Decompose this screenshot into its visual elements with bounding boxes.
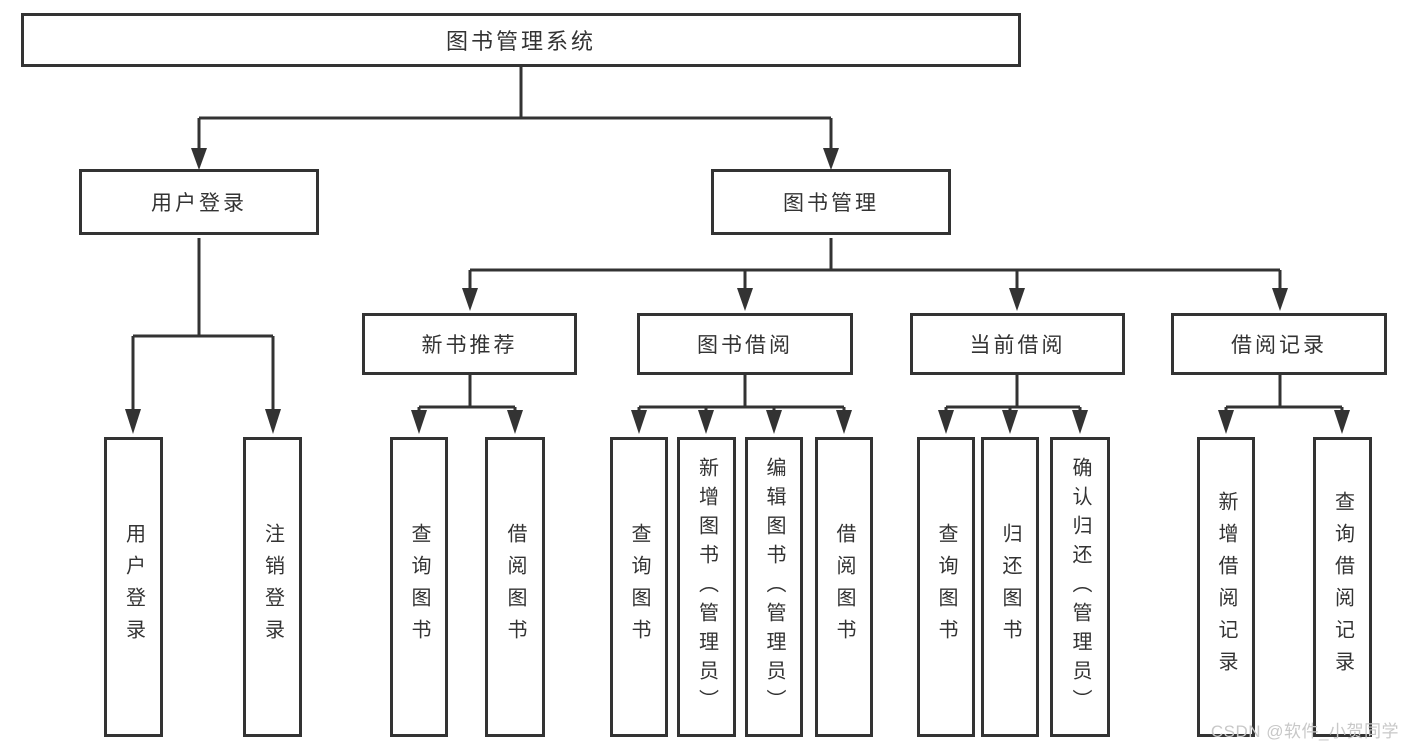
connector-path [131,238,275,411]
leaf-add-book-admin: 新增图书（管理员） [677,437,736,737]
node-borrow-records: 借阅记录 [1171,313,1387,375]
connector-path [637,375,846,412]
connector-path [417,375,517,412]
leaf-query-book-2: 查询图书 [610,437,668,737]
arrowhead-icon [1272,288,1288,311]
arrowhead-icon [823,148,839,170]
leaf-edit-book-admin: 编辑图书（管理员） [745,437,803,737]
node-label: 图书管理系统 [445,29,596,54]
node-label: 注销登录 [261,523,284,651]
leaf-confirm-return-admin: 确认归还（管理员） [1050,437,1110,737]
arrowhead-icon [507,410,523,434]
connector-path [197,67,833,150]
node-book-borrow: 图书借阅 [637,313,853,375]
node-label: 借阅图书 [833,523,855,651]
node-label: 用户登录 [151,192,247,215]
node-label: 图书借阅 [697,334,793,357]
connector-group [131,67,1344,412]
arrowhead-icon [411,410,427,434]
node-label: 查询借阅记录 [1331,491,1354,683]
arrowhead-icon [1009,288,1025,311]
arrowhead-icon [125,409,141,434]
node-current-borrow: 当前借阅 [910,313,1125,375]
node-label: 新增图书（管理员） [695,456,718,718]
arrowhead-icon [1218,410,1234,434]
leaf-query-borrow-record: 查询借阅记录 [1313,437,1372,737]
arrowhead-icon [191,148,207,170]
node-user-login: 用户登录 [79,169,319,235]
node-label: 借阅图书 [504,523,526,651]
node-label: 查询图书 [628,523,650,651]
node-new-book-recommend: 新书推荐 [362,313,577,375]
arrowhead-icon [836,410,852,434]
connector-path [1224,375,1344,412]
arrowhead-icon [265,409,281,434]
leaf-user-login: 用户登录 [104,437,163,737]
csdn-watermark: CSDN @软件_小贺同学 [1210,722,1399,741]
node-label: 确认归还（管理员） [1069,456,1091,718]
arrowhead-icon [1334,410,1350,434]
connector-path [944,375,1082,412]
connector-path [468,238,1282,290]
node-label: 查询图书 [408,523,430,651]
arrowhead-icon [1002,410,1018,434]
arrowhead-icon [938,410,954,434]
arrowhead-icon [631,410,647,434]
node-label: 查询图书 [935,523,957,651]
leaf-add-borrow-record: 新增借阅记录 [1197,437,1255,737]
node-label: 编辑图书（管理员） [763,456,785,718]
leaf-logout: 注销登录 [243,437,302,737]
node-label: 用户登录 [122,523,145,651]
node-label: 借阅记录 [1231,334,1327,357]
leaf-return-book: 归还图书 [981,437,1039,737]
node-label: 图书管理 [783,192,879,215]
arrowhead-icon [698,410,714,434]
leaf-query-book-3: 查询图书 [917,437,975,737]
arrowhead-group [125,148,1350,434]
node-label: 新书推荐 [421,334,518,357]
leaf-borrow-book-1: 借阅图书 [485,437,545,737]
arrowhead-icon [462,288,478,311]
leaf-borrow-book-2: 借阅图书 [815,437,873,737]
leaf-query-book-1: 查询图书 [390,437,448,737]
node-label: 当前借阅 [969,334,1066,357]
arrowhead-icon [1072,410,1088,434]
node-label: 归还图书 [999,523,1021,651]
node-label: 新增借阅记录 [1215,491,1237,683]
arrowhead-icon [766,410,782,434]
arrowhead-icon [737,288,753,311]
node-library-system: 图书管理系统 [21,13,1021,67]
node-book-management: 图书管理 [711,169,951,235]
